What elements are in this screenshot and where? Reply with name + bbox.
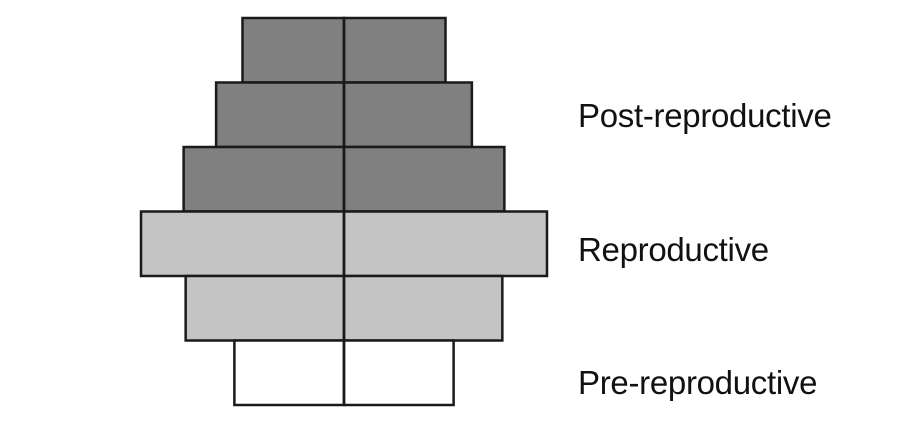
bar-post-left-1	[214, 81, 346, 149]
bar-pre-right-5	[342, 339, 455, 407]
bar-post-left-0	[241, 16, 346, 84]
bar-pre-left-5	[233, 339, 346, 407]
label-post-reproductive: Post-reproductive	[578, 97, 832, 134]
bar-post-left-2	[182, 145, 346, 213]
bar-repro-right-3	[342, 210, 549, 278]
bar-repro-right-4	[342, 274, 504, 342]
bar-post-right-2	[342, 145, 506, 213]
label-reproductive: Reproductive	[578, 231, 769, 268]
bar-post-right-0	[342, 16, 447, 84]
bar-post-right-1	[342, 81, 474, 149]
bar-repro-left-4	[184, 274, 346, 342]
bar-repro-left-3	[139, 210, 346, 278]
label-pre-reproductive: Pre-reproductive	[578, 364, 818, 401]
